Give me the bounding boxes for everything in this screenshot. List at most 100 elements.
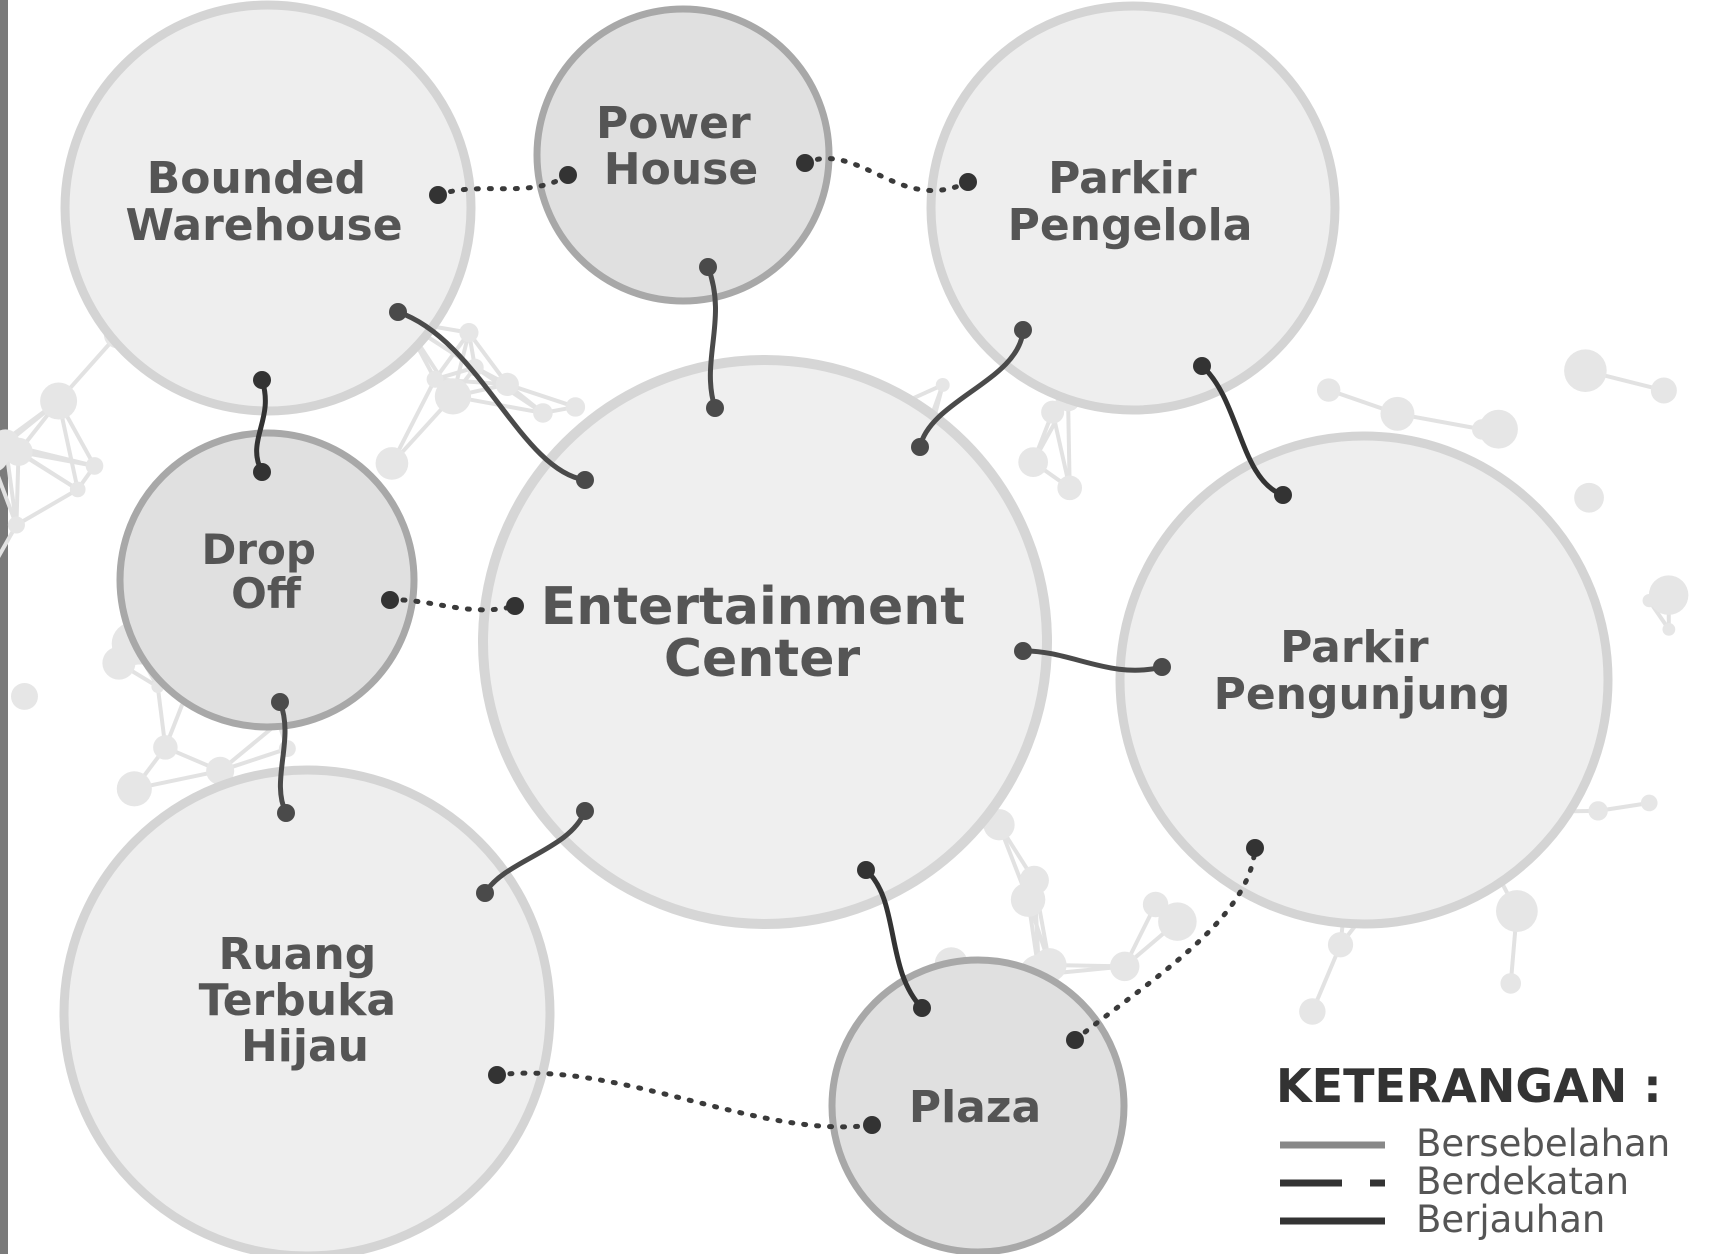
link-entertainment-pengunjung [1020, 648, 1165, 673]
endpoint [1014, 642, 1032, 660]
network-atom [1018, 447, 1048, 477]
node-parkir-pengelola [926, 1, 1340, 415]
network-atom [7, 516, 25, 534]
network-atom [1650, 377, 1677, 404]
network-atom [1588, 801, 1608, 821]
endpoint [271, 693, 289, 711]
network-atom [1479, 409, 1518, 449]
network-bond [15, 487, 79, 527]
network-atom [1640, 794, 1658, 812]
network-bond [1066, 398, 1072, 488]
network-atom [1495, 890, 1538, 932]
endpoint [913, 999, 931, 1017]
node-ruang-terbuka-hijau [59, 765, 555, 1254]
network-atom [935, 377, 950, 392]
nodes-layer [59, 0, 1613, 1254]
network-atom [375, 447, 409, 480]
network-atom [1158, 902, 1197, 941]
link-bounded-dropoff [254, 377, 268, 475]
endpoint [506, 597, 524, 615]
endpoint [1153, 658, 1171, 676]
network-atom [40, 382, 78, 420]
network-atom [153, 735, 178, 760]
legend: KETERANGAN : Bersebelahan Berdekatan Ber… [1276, 1059, 1670, 1241]
endpoint [576, 471, 594, 489]
node-parkir-pengunjung [1115, 431, 1613, 929]
endpoint [959, 173, 977, 191]
endpoint [1193, 357, 1211, 375]
link-endpoints [253, 154, 1292, 1134]
network-atom [1472, 419, 1493, 440]
label-entertainment-center: Entertainment Center [541, 577, 984, 689]
network-atom [565, 397, 586, 417]
link-pengelola-entertainment [917, 327, 1026, 450]
network-atom [1316, 378, 1341, 402]
network-atom [1564, 349, 1607, 392]
endpoint [559, 166, 577, 184]
network-atom [1327, 932, 1354, 958]
label-bounded-warehouse: Bounded Warehouse [125, 153, 402, 251]
endpoint [706, 399, 724, 417]
label-plaza: Plaza [909, 1082, 1041, 1133]
link-bounded-powerhouse [435, 172, 571, 198]
endpoint [1246, 839, 1264, 857]
network-atom [459, 323, 479, 343]
endpoint [253, 371, 271, 389]
labels-layer: Bounded Warehouse Power House Parkir Pen… [125, 98, 1510, 1133]
network-atom [0, 429, 21, 459]
network-atom [11, 682, 38, 710]
endpoint [1274, 486, 1292, 504]
network-atom [495, 372, 519, 397]
endpoint [911, 438, 929, 456]
link-pengelola-pengunjung [1199, 363, 1286, 498]
network-atom [434, 378, 472, 415]
endpoint [488, 1066, 506, 1084]
label-drop-off: Drop Off [201, 525, 330, 618]
network-atom [116, 771, 152, 807]
legend-label-berdekatan: Berdekatan [1416, 1160, 1629, 1203]
network-atom [1500, 973, 1522, 994]
node-bounded-warehouse [60, 0, 476, 416]
link-dropoff-rth [277, 699, 289, 816]
network-atom [1109, 951, 1140, 982]
network-bond [433, 331, 471, 381]
network-atom [1662, 622, 1676, 636]
network-atom [1648, 575, 1689, 615]
legend-label-bersebelahan: Bersebelahan [1416, 1122, 1670, 1165]
endpoint [476, 884, 494, 902]
network-atom [206, 756, 235, 785]
label-parkir-pengelola: Parkir Pengelola [1008, 153, 1253, 251]
network-atom [426, 370, 444, 388]
node-plaza [828, 956, 1128, 1254]
network-atom [69, 481, 86, 498]
link-bounded-entertainment [395, 309, 588, 483]
endpoint [277, 804, 295, 822]
node-power-house [533, 5, 833, 305]
network-atom [533, 403, 553, 423]
network-atom [102, 646, 136, 680]
label-ruang-terbuka-hijau: Ruang Terbuka Hijau [199, 929, 412, 1072]
link-plaza-pengunjung [1072, 845, 1258, 1043]
network-atom [1057, 475, 1083, 501]
network-atom [1380, 396, 1415, 431]
endpoint [253, 463, 271, 481]
left-border [0, 0, 8, 1254]
endpoint [1014, 321, 1032, 339]
endpoint [796, 154, 814, 172]
endpoint [389, 303, 407, 321]
network-bond [0, 524, 19, 559]
network-atom [1010, 882, 1046, 917]
label-power-house: Power House [596, 98, 766, 195]
endpoint [381, 591, 399, 609]
link-entertainment-plaza [863, 867, 925, 1011]
legend-title: KETERANGAN : [1276, 1059, 1662, 1113]
network-atom [1642, 594, 1656, 608]
endpoint [857, 861, 875, 879]
legend-label-berjauhan: Berjauhan [1416, 1198, 1605, 1241]
endpoint [576, 802, 594, 820]
endpoint [699, 258, 717, 276]
link-rth-plaza [494, 1070, 875, 1130]
network-atom [1299, 998, 1326, 1025]
